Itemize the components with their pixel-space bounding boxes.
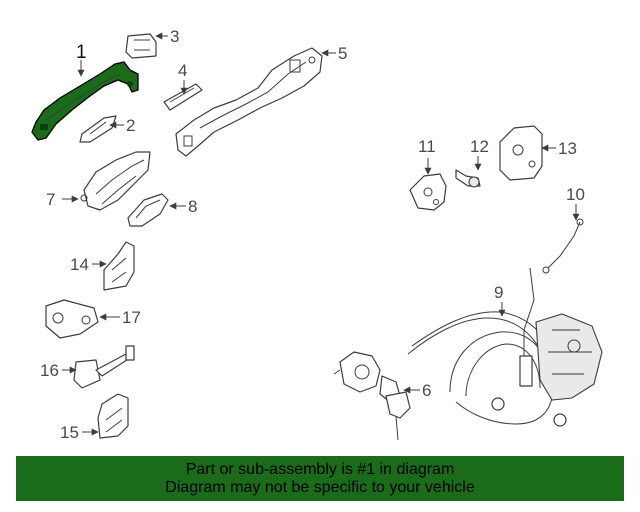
callout-8: 8 [188,197,197,216]
banner-line-1: Part or sub-assembly is #1 in diagram [185,460,455,478]
door-handle-part-1[interactable] [31,61,139,141]
callout-6: 6 [422,381,431,400]
inside-handle-part-7[interactable] [80,151,151,211]
banner-line-2: Diagram may not be specific to your vehi… [165,478,475,496]
bezel-part-8[interactable] [127,193,169,227]
callout-5: 5 [338,44,347,63]
striker-cover-part-13[interactable] [499,125,543,181]
callout-9: 9 [494,283,503,302]
door-check-part-16[interactable] [73,345,135,389]
gasket-part-4[interactable] [163,83,203,111]
handle-bracket-part-5[interactable] [175,47,323,157]
callout-1: 1 [76,42,87,63]
callout-3: 3 [170,27,179,46]
lock-cap-part-3[interactable] [125,33,157,59]
screw-part-12[interactable] [455,169,481,188]
parts-diagram: 1 2 3 4 5 7 8 [31,27,603,442]
callout-13: 13 [558,139,577,158]
lock-cylinder-part-6[interactable] [333,351,411,441]
striker-part-11[interactable] [409,173,447,211]
callout-10: 10 [566,185,585,204]
bracket-part-14[interactable] [103,241,135,291]
callout-14: 14 [70,255,89,274]
callout-17: 17 [122,308,141,327]
escutcheon-part-2[interactable] [79,115,117,143]
callout-15: 15 [60,423,79,442]
callout-12: 12 [470,137,489,156]
info-banner: Part or sub-assembly is #1 in diagram Di… [16,456,624,501]
callout-16: 16 [40,361,59,380]
hinge-part-17[interactable] [45,299,99,339]
callout-4: 4 [178,61,187,80]
latch-assembly-part-9[interactable] [407,267,603,427]
callout-7: 7 [46,190,55,209]
rod-part-10[interactable] [542,218,584,274]
callout-11: 11 [418,137,436,156]
bracket-part-15[interactable] [97,393,129,439]
callout-2: 2 [126,116,135,135]
